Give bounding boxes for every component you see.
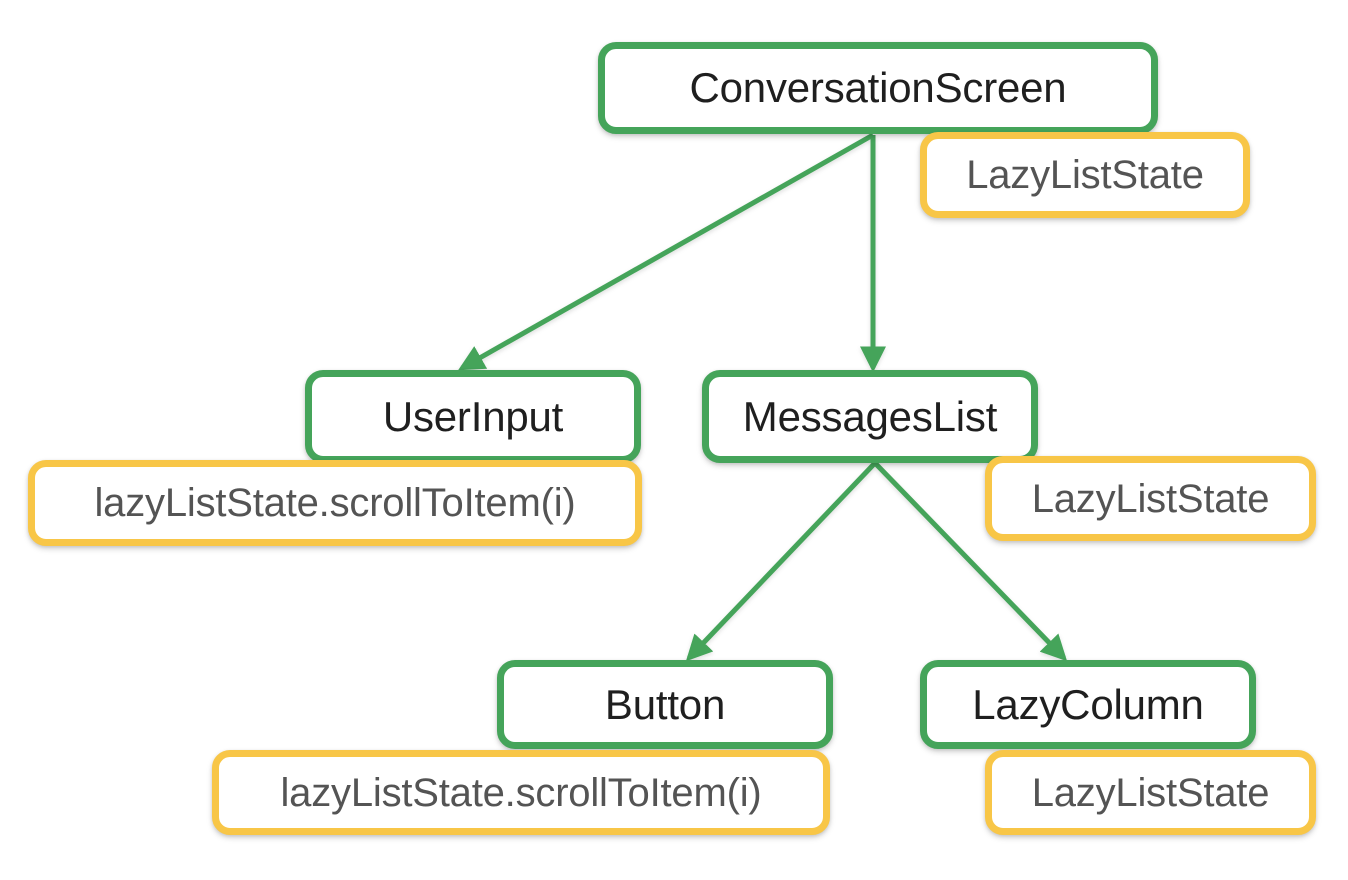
node-conversation-screen[interactable]: ConversationScreen xyxy=(598,42,1158,134)
node-label-button: Button xyxy=(604,680,726,728)
node-label-messages-list: MessagesList xyxy=(742,392,998,440)
edge-conversation-to-userinput xyxy=(458,132,875,371)
node-scrolltoitem-button[interactable]: lazyListState.scrollToItem(i) xyxy=(212,750,830,835)
node-button[interactable]: Button xyxy=(497,660,833,749)
node-lazyliststate-lazycolumn[interactable]: LazyListState xyxy=(985,750,1316,835)
node-label-scrolltoitem-button: lazyListState.scrollToItem(i) xyxy=(280,770,762,815)
node-label-scrolltoitem-userinput: lazyListState.scrollToItem(i) xyxy=(94,481,576,525)
node-scrolltoitem-userinput[interactable]: lazyListState.scrollToItem(i) xyxy=(28,460,642,546)
node-label-lazyliststate-messageslist: LazyListState xyxy=(1031,476,1270,521)
node-lazyliststate-messageslist[interactable]: LazyListState xyxy=(985,456,1316,541)
node-user-input[interactable]: UserInput xyxy=(305,370,641,463)
node-label-conversation-screen: ConversationScreen xyxy=(689,64,1067,111)
node-label-lazyliststate-top: LazyListState xyxy=(966,153,1204,197)
node-lazyliststate-top[interactable]: LazyListState xyxy=(920,132,1250,218)
edge-messageslist-to-button xyxy=(685,461,877,662)
node-label-lazy-column: LazyColumn xyxy=(972,680,1204,728)
node-label-user-input: UserInput xyxy=(382,392,564,440)
node-lazy-column[interactable]: LazyColumn xyxy=(920,660,1256,749)
node-messages-list[interactable]: MessagesList xyxy=(702,370,1038,463)
node-label-lazyliststate-lazycolumn: LazyListState xyxy=(1031,770,1270,815)
